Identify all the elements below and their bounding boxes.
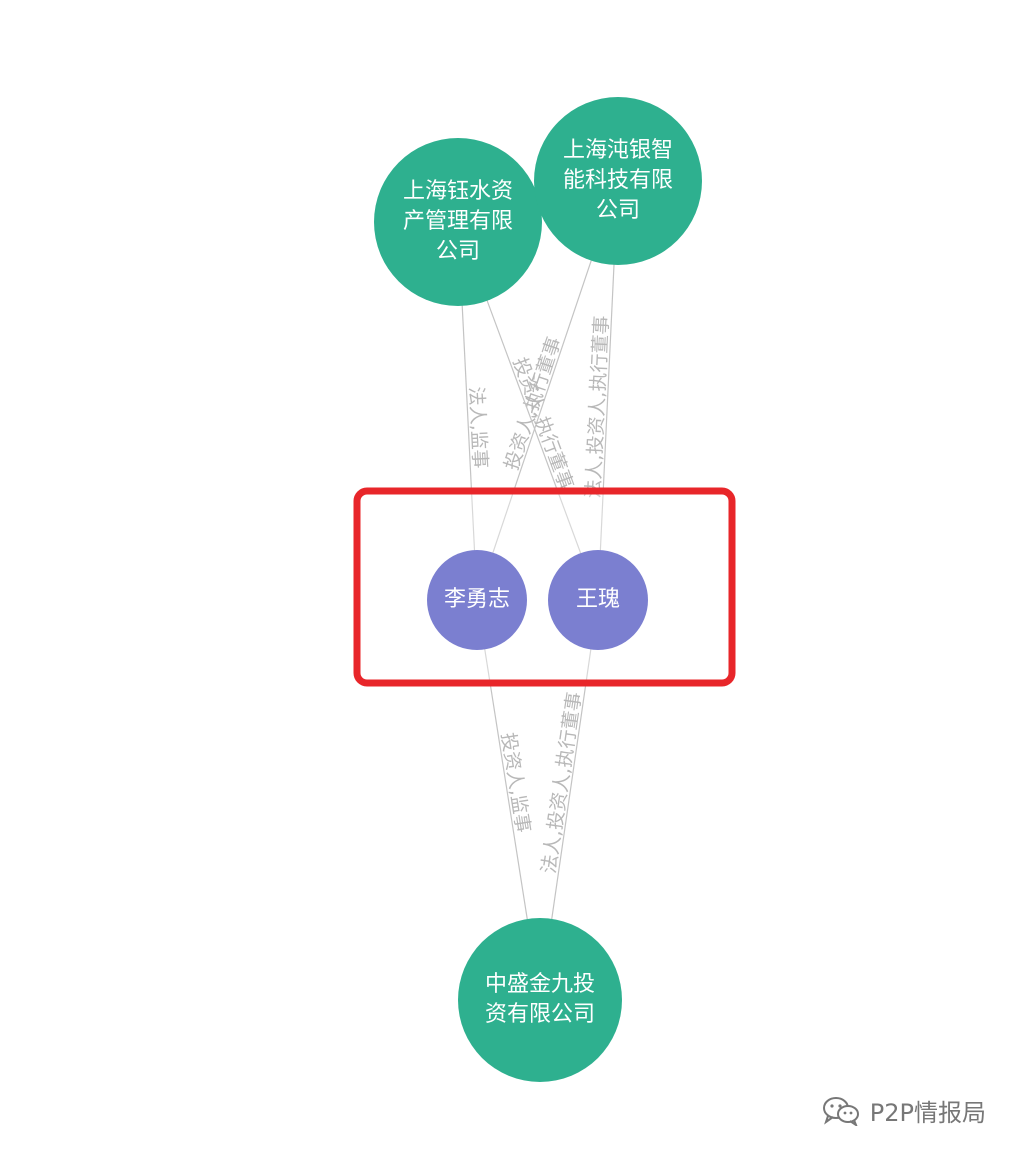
- node-circle: [534, 97, 702, 265]
- edge-label: 投资人,监事: [497, 731, 534, 834]
- node-circle: [374, 138, 542, 306]
- node-label: 王瑰: [576, 587, 620, 612]
- node-label: 能科技有限: [563, 168, 673, 193]
- node-label: 上海沌银智: [563, 138, 673, 163]
- edge-label: 法人,监事: [465, 386, 491, 469]
- node-label: 上海钰水资: [403, 179, 513, 204]
- edge-label: 法人,投资人,执行董事: [582, 315, 613, 499]
- node-label: 公司: [596, 198, 640, 223]
- node-circle: [548, 550, 648, 650]
- node-label: 李勇志: [444, 587, 510, 612]
- node-circle: [427, 550, 527, 650]
- node-circle: [458, 918, 622, 1082]
- node-label: 产管理有限: [403, 209, 513, 234]
- node-label: 中盛金九投: [485, 972, 595, 997]
- watermark-text: P2P情报局: [869, 1099, 986, 1127]
- node-liyongzhi[interactable]: 李勇志: [427, 550, 527, 650]
- wechat-icon: [822, 1096, 859, 1126]
- node-label: 资有限公司: [485, 1002, 595, 1027]
- nodes-layer: 上海钰水资产管理有限公司上海沌银智能科技有限公司李勇志王瑰中盛金九投资有限公司: [374, 97, 702, 1082]
- node-wanggui[interactable]: 王瑰: [548, 550, 648, 650]
- edge-label: 法人,投资人,执行董事: [538, 691, 586, 875]
- node-label: 公司: [436, 239, 480, 264]
- highlight-box: [353, 487, 736, 687]
- watermark: P2P情报局: [822, 1093, 986, 1128]
